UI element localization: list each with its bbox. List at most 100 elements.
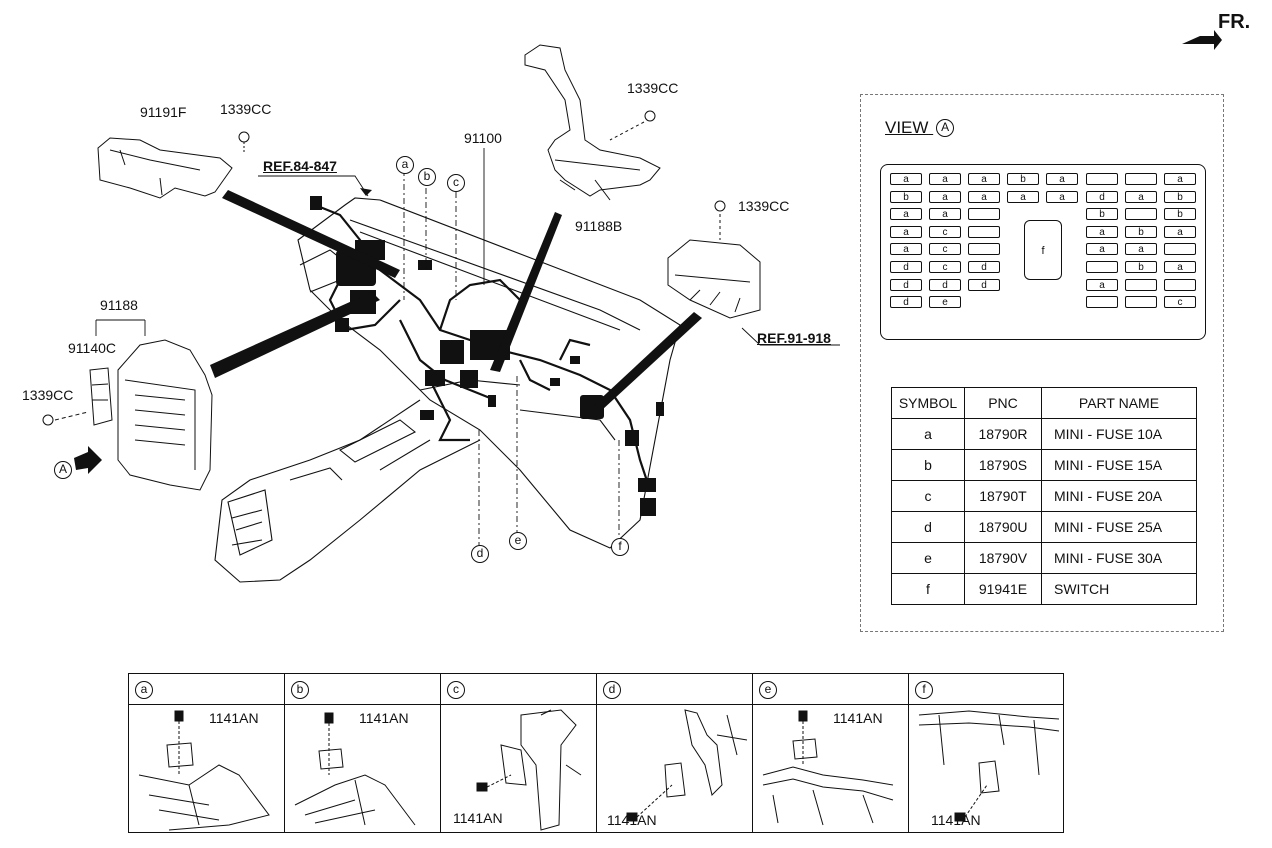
- fuse-box-layout: [880, 164, 1206, 340]
- callout-e: e: [509, 532, 527, 550]
- part-label-91188: 91188: [100, 297, 138, 313]
- detail-drawing: [762, 710, 894, 826]
- part-label-91100: 91100: [464, 130, 502, 146]
- fuse-slot: a: [1046, 173, 1078, 185]
- fuse-slot: a: [1086, 243, 1118, 256]
- legend-header-part-name: PART NAME: [1041, 387, 1197, 419]
- fuse-slot: [968, 225, 1000, 238]
- callout-a: a: [396, 156, 414, 174]
- legend-pnc: 18790T: [964, 480, 1042, 512]
- detail-symbol: b: [291, 681, 309, 699]
- ref-label-91-918: REF.91-918: [757, 330, 831, 346]
- detail-header: d: [597, 674, 752, 705]
- fuse-slot: [1086, 261, 1118, 273]
- view-marker-a: A: [54, 461, 72, 479]
- legend-part-name: MINI - FUSE 15A: [1041, 449, 1197, 481]
- direction-label: FR.: [1218, 11, 1251, 33]
- detail-cell-a: a 1141AN: [129, 674, 285, 832]
- fuse-slot: [1086, 173, 1118, 185]
- fuse-slot: e: [929, 296, 961, 309]
- callout-b: b: [418, 168, 436, 186]
- ref-arrow-icon: [360, 188, 372, 196]
- junction-box-part: [42, 339, 213, 491]
- detail-cell-e: e 1141AN: [753, 674, 909, 832]
- fuse-slot: c: [929, 243, 961, 256]
- legend-symbol: c: [891, 480, 965, 512]
- detail-bolt-label: 1141AN: [931, 812, 981, 828]
- fuse-slot: c: [1164, 296, 1196, 309]
- fuse-slot: [1164, 243, 1196, 256]
- detail-drawing: [294, 712, 416, 826]
- fuse-slot: b: [1007, 173, 1039, 185]
- fuse-slot: d: [890, 296, 922, 309]
- fuse-slot: [1125, 208, 1157, 221]
- detail-symbol: e: [759, 681, 777, 699]
- fuse-slot: [1125, 173, 1157, 185]
- fuse-slot: b: [1086, 208, 1118, 221]
- view-title: VIEW A: [885, 118, 955, 139]
- fuse-slot: [1125, 296, 1157, 309]
- detail-drawing: [918, 710, 1060, 822]
- fuse-slot: [1164, 278, 1196, 291]
- ref-label-84-847: REF.84-847: [263, 158, 337, 174]
- fuse-slot: a: [1007, 190, 1039, 203]
- dashboard-outline: [214, 197, 681, 583]
- nut-icons: [238, 110, 656, 152]
- legend-header-pnc: PNC: [964, 387, 1042, 419]
- fuse-slot: d: [929, 278, 961, 291]
- part-label-91188b: 91188B: [575, 218, 623, 234]
- legend-part-name: MINI - FUSE 10A: [1041, 418, 1197, 450]
- fuse-slot: a: [929, 173, 961, 185]
- part-label-nut-1: 1339CC: [220, 101, 272, 117]
- fuse-slot: a: [929, 208, 961, 221]
- fuse-slot: a: [1086, 278, 1118, 291]
- fuse-slot: a: [1046, 190, 1078, 203]
- callout-c: c: [447, 174, 465, 192]
- legend-header-symbol: SYMBOL: [891, 387, 965, 419]
- legend-pnc: 91941E: [964, 573, 1042, 605]
- fuse-slot: b: [890, 190, 922, 203]
- detail-symbol: d: [603, 681, 621, 699]
- detail-cell-d: d 1141AN: [597, 674, 753, 832]
- fuse-slot: b: [1164, 208, 1196, 221]
- fuse-slot: d: [890, 261, 922, 273]
- fuse-slot: a: [968, 173, 1000, 185]
- fuse-slot: c: [929, 225, 961, 238]
- legend-part-name: MINI - FUSE 30A: [1041, 542, 1197, 574]
- view-title-marker: A: [936, 119, 955, 137]
- detail-header: c: [441, 674, 596, 705]
- detail-header: e: [753, 674, 908, 705]
- legend-part-name: SWITCH: [1041, 573, 1197, 605]
- fuse-slot: b: [1125, 225, 1157, 238]
- part-label-nut-4: 1339CC: [22, 387, 74, 403]
- detail-cell-c: c 1141AN: [441, 674, 597, 832]
- cover-part: [97, 137, 233, 199]
- part-label-nut-3: 1339CC: [738, 198, 790, 214]
- leader-wedges: [210, 190, 702, 410]
- callout-f: f: [611, 538, 629, 556]
- detail-symbol: a: [135, 681, 153, 699]
- fuse-slot: [968, 208, 1000, 221]
- detail-drawing: [626, 709, 748, 822]
- fuse-slot: b: [1125, 261, 1157, 273]
- bracket-part: [524, 44, 661, 201]
- legend-symbol: f: [891, 573, 965, 605]
- legend-pnc: 18790V: [964, 542, 1042, 574]
- fuse-center-switch: f: [1024, 220, 1062, 280]
- detail-symbol: c: [447, 681, 465, 699]
- fuse-slot: a: [890, 173, 922, 185]
- detail-bolt-label: 1141AN: [359, 710, 409, 726]
- fuse-slot: d: [968, 261, 1000, 273]
- detail-bolt-label: 1141AN: [607, 812, 657, 828]
- fuse-slot: a: [890, 225, 922, 238]
- view-a-panel: [860, 94, 1224, 632]
- legend-symbol: a: [891, 418, 965, 450]
- fuse-slot: a: [929, 190, 961, 203]
